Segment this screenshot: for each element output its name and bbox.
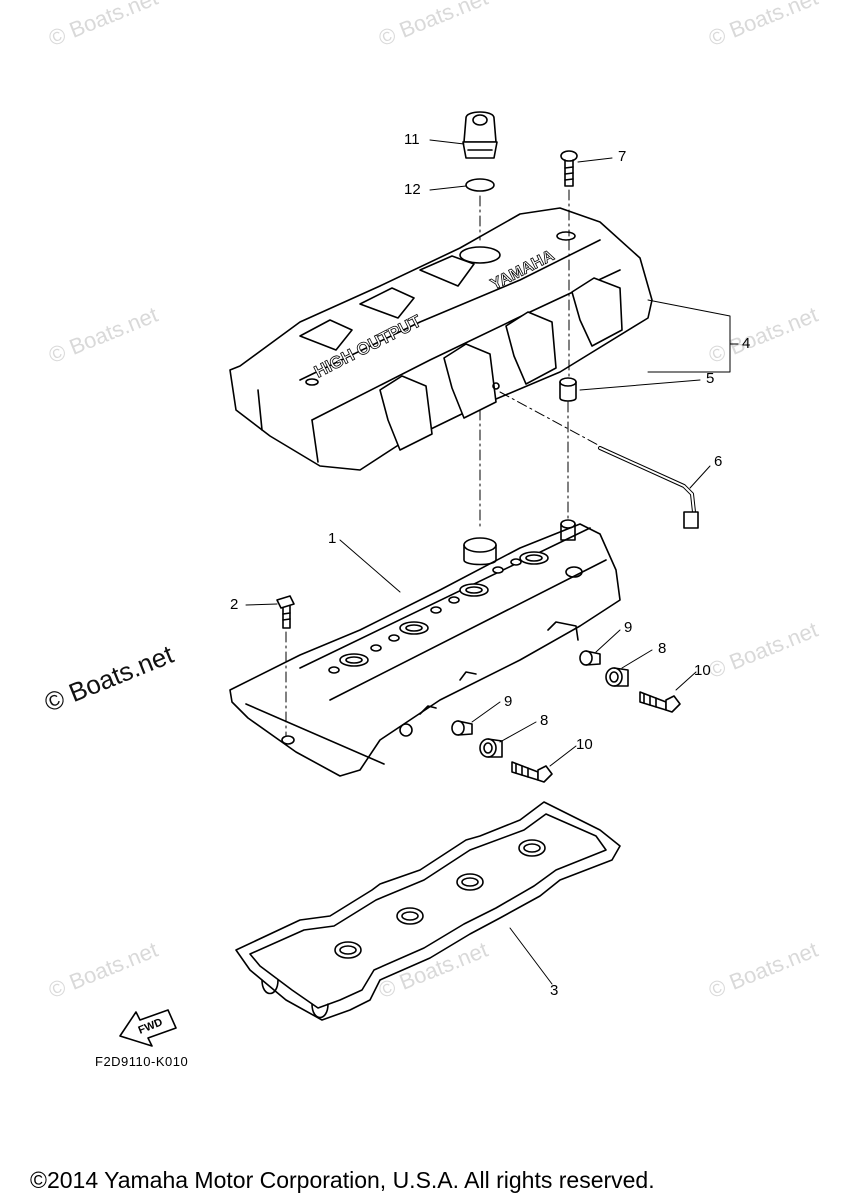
damper-8-upper [605, 667, 629, 687]
callout-6: 6 [714, 453, 723, 470]
damper-8-lower [479, 738, 503, 758]
callout-5: 5 [706, 370, 715, 387]
bolt-left [276, 595, 295, 629]
callout-4: 4 [742, 335, 751, 352]
bolt-top [560, 150, 578, 187]
head-cover [229, 207, 653, 471]
callout-8-lower: 8 [540, 712, 549, 729]
callout-10-upper: 10 [694, 662, 711, 679]
cylinder-head-cover [229, 519, 621, 777]
callout-9-lower: 9 [504, 693, 513, 710]
callout-11: 11 [404, 131, 420, 148]
callout-7: 7 [618, 148, 627, 165]
callout-3: 3 [550, 982, 559, 999]
callout-2: 2 [230, 596, 239, 613]
oil-filler-cap [462, 111, 498, 159]
callout-12: 12 [404, 181, 421, 198]
copyright-notice: ©2014 Yamaha Motor Corporation, U.S.A. A… [30, 1167, 655, 1193]
breather-hose [598, 446, 699, 529]
bolt-10-lower [511, 761, 553, 783]
grommet [559, 377, 577, 402]
collar-9-upper [579, 650, 601, 666]
bolt-10-upper [639, 691, 681, 713]
diagram-code: F2D9110-K010 [95, 1054, 189, 1069]
head-cover-gasket [235, 801, 621, 1021]
callout-10-lower: 10 [576, 736, 593, 753]
collar-9-lower [451, 720, 473, 736]
o-ring [465, 178, 495, 192]
fwd-arrow [119, 1009, 177, 1047]
callout-8-upper: 8 [658, 640, 667, 657]
callout-1: 1 [328, 530, 337, 547]
callout-9-upper: 9 [624, 619, 633, 636]
